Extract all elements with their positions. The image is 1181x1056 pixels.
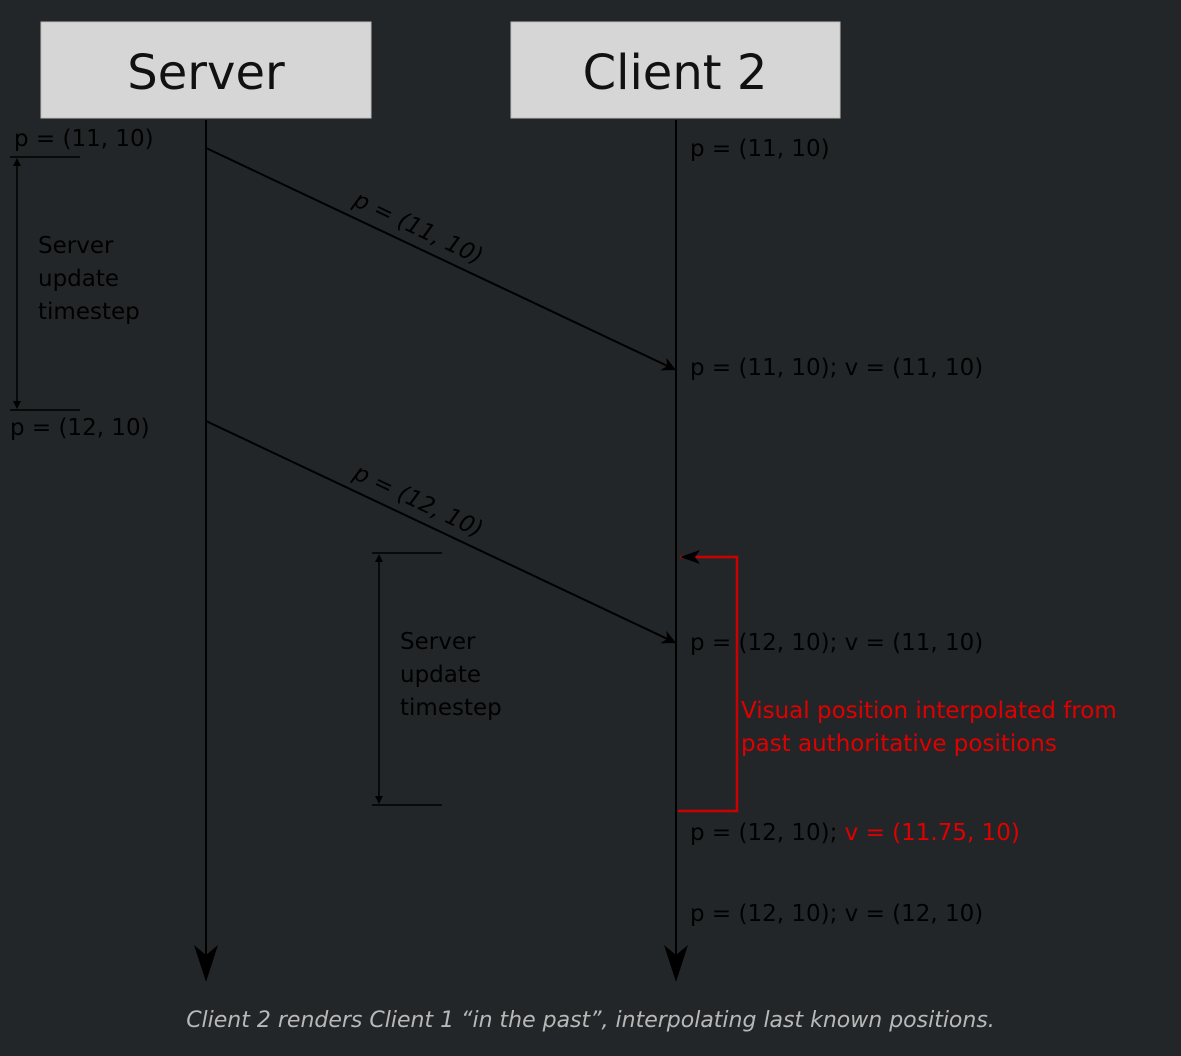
client-position-label-1: p = (11, 10) xyxy=(690,136,830,162)
interpolation-bracket-arrowhead xyxy=(680,550,700,564)
message-label-1: p = (11, 10) xyxy=(349,186,487,270)
message-label-2: p = (12, 10) xyxy=(349,459,487,543)
annotation-line-1: Visual position interpolated from xyxy=(741,698,1117,724)
annotation-line-2: past authoritative positions xyxy=(741,731,1057,757)
sequence-diagram: Server Client 2 p = (11, 10) p = (12, 10… xyxy=(10,21,1117,982)
timestep-label-left-3: timestep xyxy=(38,299,140,325)
timestep-label-left-1: Server xyxy=(38,233,114,259)
timestep-label-mid-3: timestep xyxy=(400,695,502,721)
client-position-label-4-prefix: p = (12, 10); xyxy=(690,820,837,846)
server-header: Server xyxy=(40,21,372,119)
figure-caption: Client 2 renders Client 1 “in the past”,… xyxy=(186,1008,995,1033)
interpolation-bracket xyxy=(678,555,739,813)
client-lifeline-arrowhead xyxy=(664,945,688,982)
server-position-label-2: p = (12, 10) xyxy=(10,415,150,441)
message-arrow-1 xyxy=(205,147,677,371)
client-position-label-4: p = (12, 10); v = (11.75, 10) xyxy=(690,820,1020,846)
client-header: Client 2 xyxy=(510,21,841,119)
server-header-title: Server xyxy=(127,45,285,101)
message-arrow-2 xyxy=(205,420,677,644)
timestep-label-mid-1: Server xyxy=(400,629,476,655)
server-lifeline-arrowhead xyxy=(194,945,218,982)
client-position-label-5: p = (12, 10); v = (12, 10) xyxy=(690,901,983,927)
timestep-label-mid-2: update xyxy=(400,662,481,688)
client-header-title: Client 2 xyxy=(583,45,768,101)
client-position-label-3: p = (12, 10); v = (11, 10) xyxy=(690,630,983,656)
server-position-label-1: p = (11, 10) xyxy=(14,126,154,152)
timestep-label-left-2: update xyxy=(38,266,119,292)
client-interpolated-value: v = (11.75, 10) xyxy=(845,820,1020,846)
client-position-label-2: p = (11, 10); v = (11, 10) xyxy=(690,355,983,381)
